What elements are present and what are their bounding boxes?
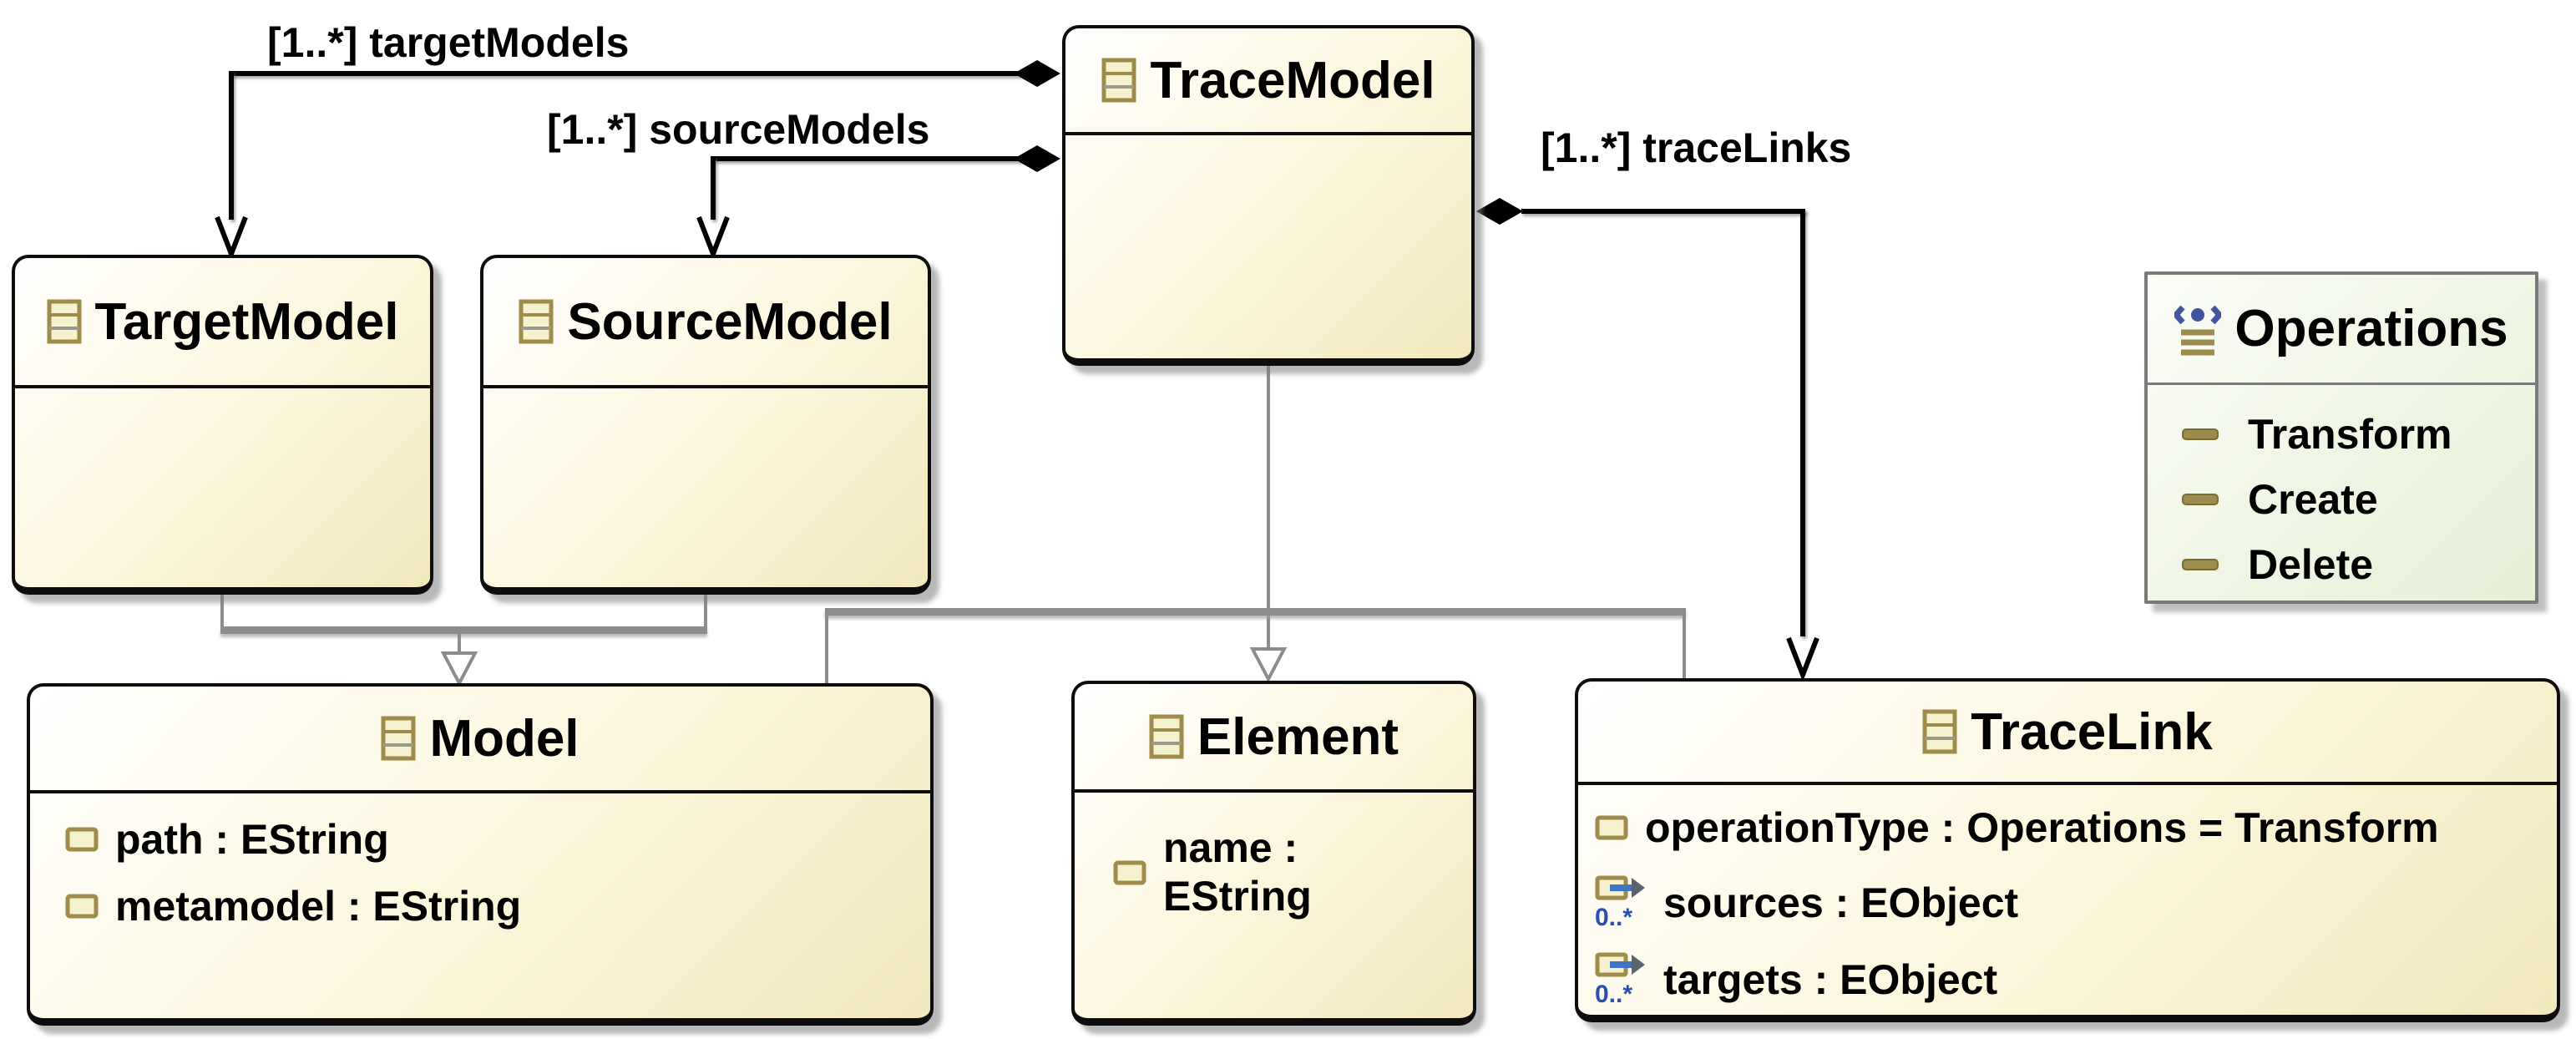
enum-title: Operations: [2234, 300, 2508, 357]
svg-text:0..*: 0..*: [1595, 904, 1632, 931]
attribute-row[interactable]: path : EString: [65, 815, 930, 864]
arrowhead-sourcemodels: [696, 215, 730, 257]
ereference-many-icon: 0..*: [1595, 875, 1645, 931]
class-title: TargetModel: [94, 292, 399, 351]
class-targetmodel[interactable]: TargetModel: [12, 255, 433, 595]
class-title: Element: [1197, 707, 1399, 766]
gen-model-stem[interactable]: [458, 634, 461, 654]
attribute-row[interactable]: 0..* sources : EObject: [1595, 874, 2557, 932]
attribute-row[interactable]: operationType : Operations = Transform: [1595, 803, 2557, 852]
gen-tracemodel-to-element-line[interactable]: [1267, 366, 1270, 650]
enum-literal-row[interactable]: Create: [2181, 475, 2535, 524]
gen-left-merge-bar[interactable]: [220, 626, 707, 634]
eclass-icon: [1101, 58, 1136, 103]
enum-operations[interactable]: Operations Transform Create Delete: [2144, 271, 2538, 604]
containment-diamond-targetmodels: [1014, 60, 1060, 87]
edge-label-sourcemodels[interactable]: [1..*] sourceModels: [547, 106, 930, 153]
attribute-row[interactable]: metamodel : EString: [65, 882, 930, 930]
eenumliteral-icon: [2182, 559, 2219, 570]
eenumliteral-icon: [2182, 428, 2219, 440]
svg-text:0..*: 0..*: [1595, 981, 1632, 1008]
eattribute-icon: [65, 894, 99, 919]
class-title: TraceLink: [1971, 702, 2213, 761]
enum-literal-row[interactable]: Transform: [2181, 410, 2535, 459]
eclass-icon: [1149, 714, 1184, 759]
gen-model-up-line[interactable]: [825, 616, 828, 684]
arrowhead-tracelinks: [1786, 636, 1819, 678]
edge-tracelinks-hline[interactable]: [1521, 209, 1805, 214]
class-title: TraceModel: [1150, 51, 1435, 109]
attribute-row[interactable]: 0..* targets : EObject: [1595, 950, 2557, 1009]
edge-targetmodels-hline[interactable]: [230, 71, 1024, 76]
ereference-many-icon: 0..*: [1595, 952, 1645, 1008]
class-tracelink[interactable]: TraceLink operationType : Operations = T…: [1575, 678, 2560, 1022]
gen-targetmodel-line[interactable]: [220, 595, 224, 630]
gen-tracelink-up-line[interactable]: [1683, 616, 1686, 679]
eclass-icon: [381, 716, 416, 761]
eattribute-icon: [1595, 815, 1628, 840]
containment-diamond-tracelinks: [1476, 198, 1523, 225]
class-sourcemodel[interactable]: SourceModel: [480, 255, 931, 595]
eattribute-icon: [1113, 860, 1146, 884]
eattribute-icon: [65, 827, 99, 852]
edge-targetmodels-vline[interactable]: [229, 71, 234, 220]
class-model[interactable]: Model path : EString metamodel : EString: [27, 683, 934, 1026]
eclass-icon: [1922, 709, 1957, 754]
containment-diamond-sourcemodels: [1014, 145, 1060, 172]
edge-sourcemodels-vline[interactable]: [711, 156, 716, 220]
edge-sourcemodels-hline[interactable]: [712, 156, 1024, 161]
attribute-row[interactable]: name : EString: [1113, 824, 1473, 920]
enum-literal-row[interactable]: Delete: [2181, 540, 2535, 589]
edge-label-tracelinks[interactable]: [1..*] traceLinks: [1541, 124, 1852, 171]
edge-label-targetmodels[interactable]: [1..*] targetModels: [267, 19, 630, 66]
edge-tracelinks-vline[interactable]: [1800, 209, 1805, 636]
eenumliteral-icon: [2182, 494, 2219, 505]
arrowhead-targetmodels: [215, 215, 248, 257]
gen-sourcemodel-line[interactable]: [704, 595, 707, 630]
eclass-icon: [47, 299, 81, 344]
eenum-icon: [2174, 305, 2222, 355]
class-tracemodel[interactable]: TraceModel: [1062, 25, 1475, 366]
eclass-icon: [519, 299, 554, 344]
gen-right-merge-bar[interactable]: [825, 608, 1686, 616]
generalization-arrow-model: [440, 651, 478, 686]
class-title: Model: [429, 709, 579, 768]
class-title: SourceModel: [567, 292, 893, 351]
generalization-arrow-element: [1249, 647, 1288, 682]
class-element[interactable]: Element name : EString: [1071, 681, 1476, 1026]
